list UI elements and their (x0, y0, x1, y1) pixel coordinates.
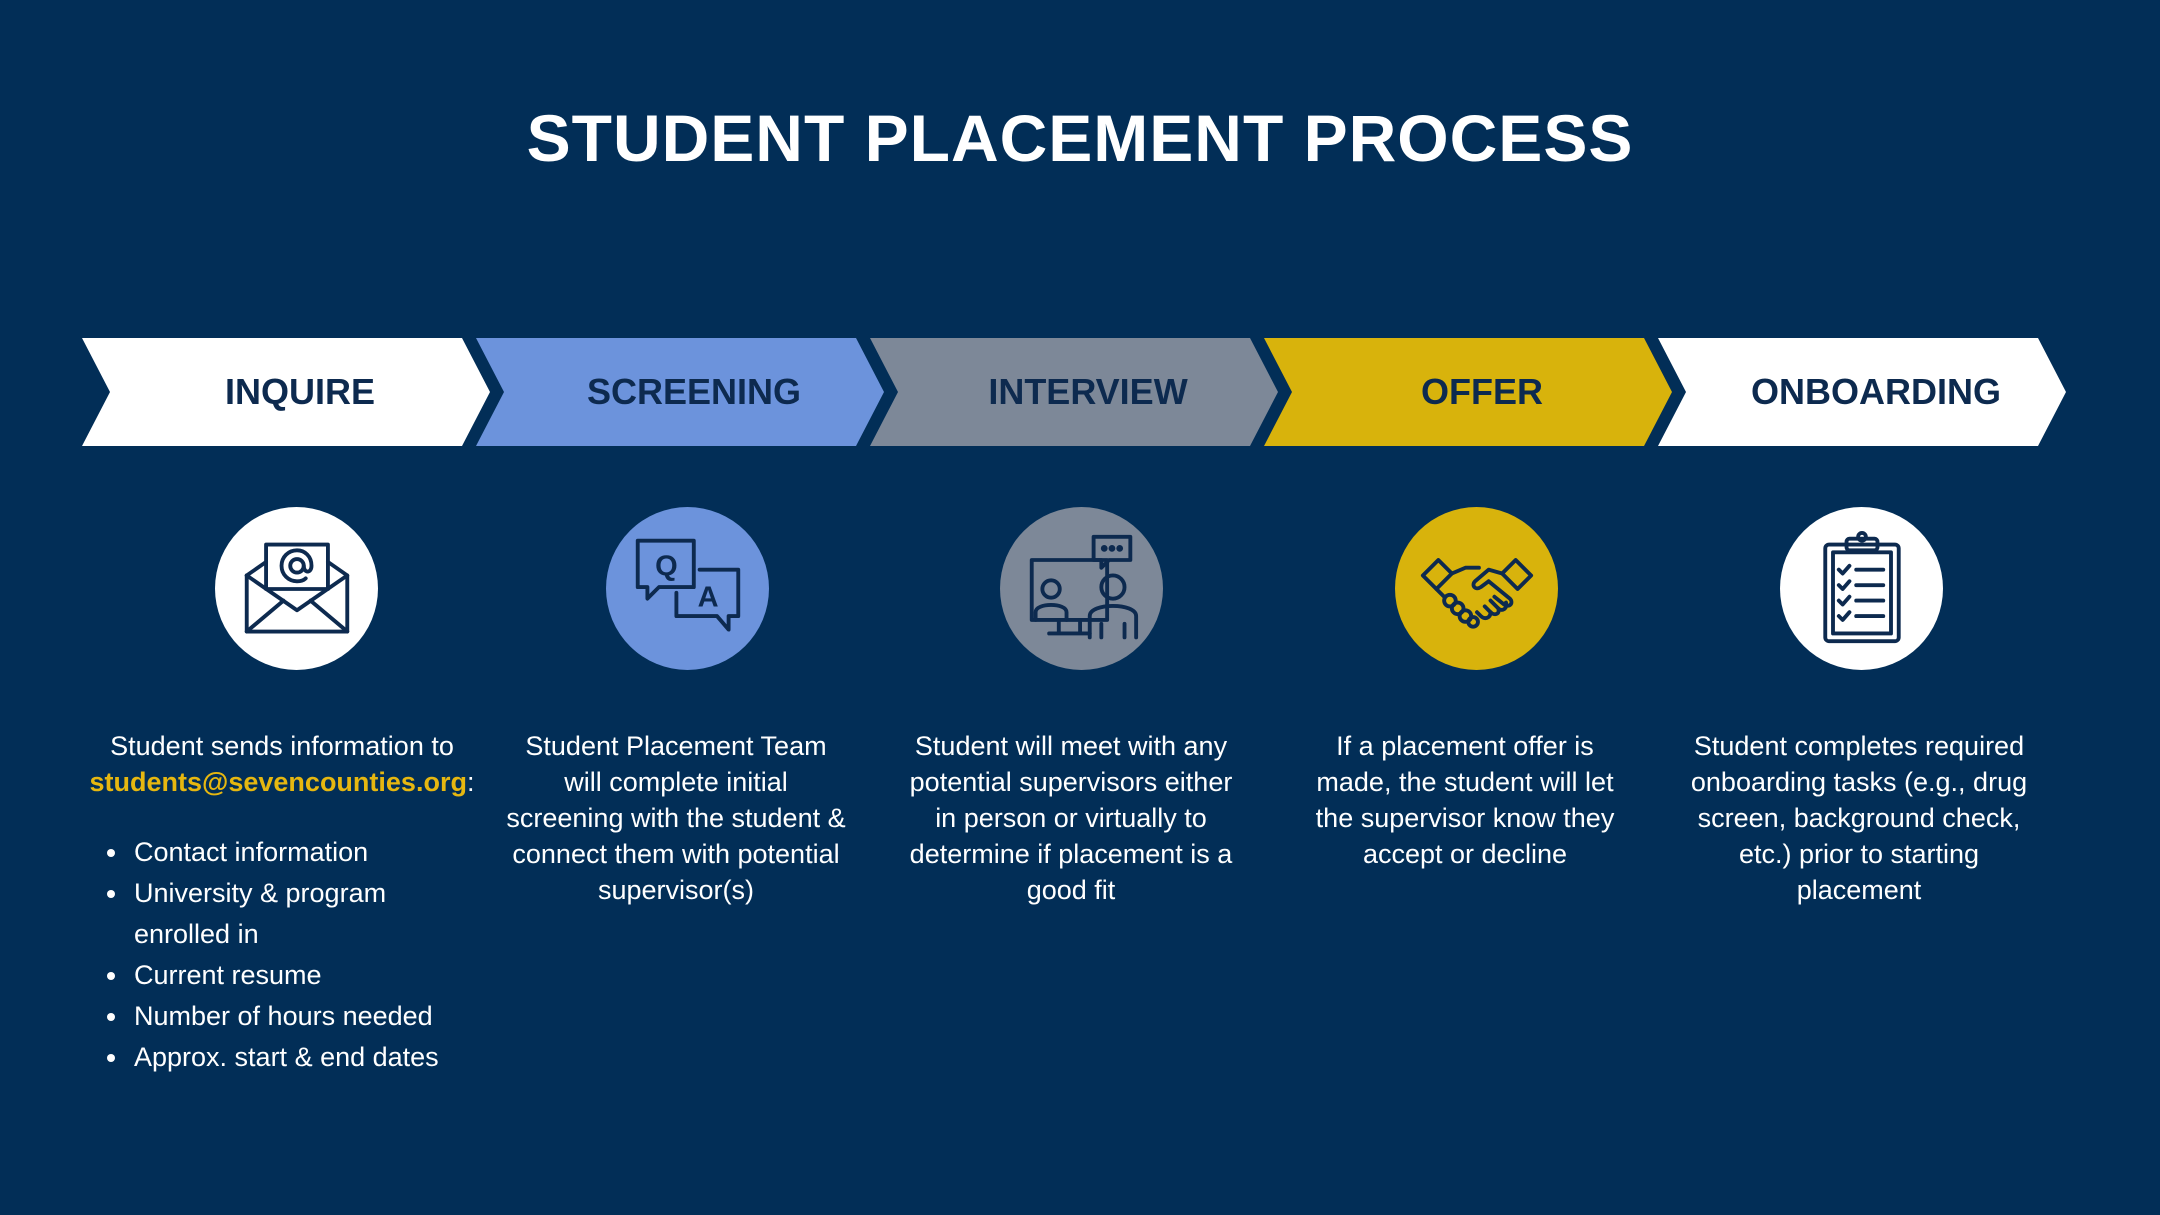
qa-chat-icon: Q A (606, 507, 769, 670)
clipboard-checklist-icon (1780, 507, 1943, 670)
video-meeting-icon (1000, 507, 1163, 670)
step-onboarding-arrow: ONBOARDING (1658, 338, 2066, 446)
list-item: University & program enrolled in (130, 873, 424, 955)
list-item: Approx. start & end dates (130, 1037, 510, 1078)
page-title: STUDENT PLACEMENT PROCESS (526, 101, 1634, 175)
list-item: Number of hours needed (130, 996, 510, 1037)
list-item: Current resume (130, 955, 510, 996)
step-screening-arrow: SCREENING (476, 338, 884, 446)
interview-description: Student will meet with any potential sup… (909, 731, 1233, 905)
onboarding-description: Student completes required onboarding ta… (1690, 731, 2028, 905)
offer-description: If a placement offer is made, the studen… (1315, 731, 1615, 869)
envelope-at-icon (215, 507, 378, 670)
screening-description: Student Placement Team will complete ini… (506, 731, 846, 905)
inquire-desc-suffix: : (466, 767, 475, 797)
inquire-bullet-list: Contact information University & program… (104, 832, 510, 1078)
svg-text:A: A (697, 581, 718, 613)
contact-email-link[interactable]: students@sevencounties.org (89, 767, 467, 797)
inquire-description: Student sends information to students@se… (72, 728, 492, 800)
step-interview-arrow: INTERVIEW (870, 338, 1278, 446)
step-inquire-arrow: INQUIRE (82, 338, 490, 446)
step-offer-arrow: OFFER (1264, 338, 1672, 446)
handshake-icon (1395, 507, 1558, 670)
svg-text:Q: Q (655, 550, 678, 582)
list-item: Contact information (130, 832, 510, 873)
inquire-desc-prefix: Student sends information to (110, 731, 454, 761)
